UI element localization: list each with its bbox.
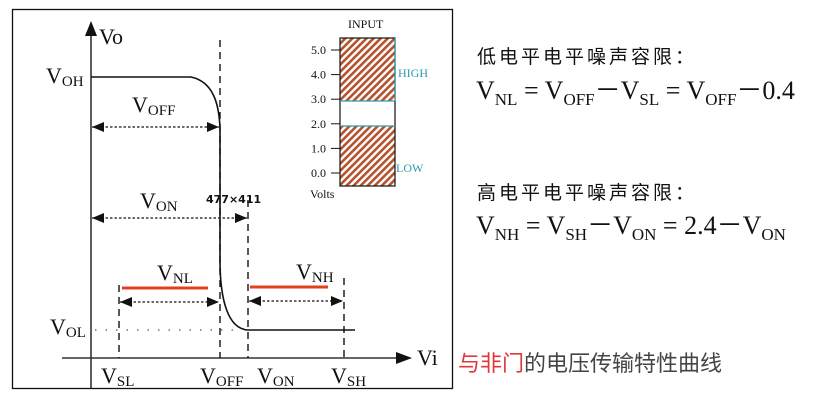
gauge-outline [339,37,396,187]
x-tick-vsl: VSL [101,363,134,390]
gauge-low-band [340,126,395,186]
gauge-tick-label: 0.0 [311,166,326,180]
size-overlay-text: 477×411 [206,193,261,206]
y-axis-arrow-icon [85,21,97,36]
voff-span-label: VOFF [132,92,175,119]
figure-caption: 与非门的电压传输特性曲线 [458,346,722,378]
x-axis-arrow-icon [396,352,412,364]
gauge-tick-label: 3.0 [311,92,326,106]
input-voltage-gauge: INPUT 5.0 4.0 3.0 2.0 1.0 0.0 HIGH LOW Volts [310,17,428,201]
x-axis-label: Vi [417,345,438,370]
high-margin-title: 高电平电平噪声容限： [477,182,698,204]
gauge-low-label: LOW [396,161,424,175]
low-margin-equation: VNL = VOFF－VSL = VOFF－0.4 [476,76,795,109]
x-tick-von: VON [257,363,295,390]
gauge-tick-label: 5.0 [311,43,326,57]
gauge-tick-label: 2.0 [311,117,326,131]
diagram-frame [11,8,454,390]
voh-label: VOH [46,63,84,90]
vnh-label: VNH [296,259,334,286]
caption-highlight: 与非门 [458,352,525,377]
vnl-label: VNL [157,260,193,287]
y-axis-label: Vo [99,24,123,49]
x-tick-vsh: VSH [331,363,366,390]
gauge-tick-label: 4.0 [311,68,326,82]
von-span-label: VON [140,188,178,215]
vol-label: VOL [50,314,86,341]
x-tick-voff: VOFF [200,363,243,390]
high-margin-equation: VNH = VSH－VON = 2.4－VON [476,211,786,244]
gauge-tick-label: 1.0 [311,141,326,155]
low-margin-title: 低电平电平噪声容限： [477,46,698,68]
gauge-high-band [340,38,395,101]
caption-rest: 的电压传输特性曲线 [524,352,723,377]
gauge-title: INPUT [348,17,384,31]
gauge-high-label: HIGH [398,66,428,80]
gauge-unit: Volts [310,187,335,201]
